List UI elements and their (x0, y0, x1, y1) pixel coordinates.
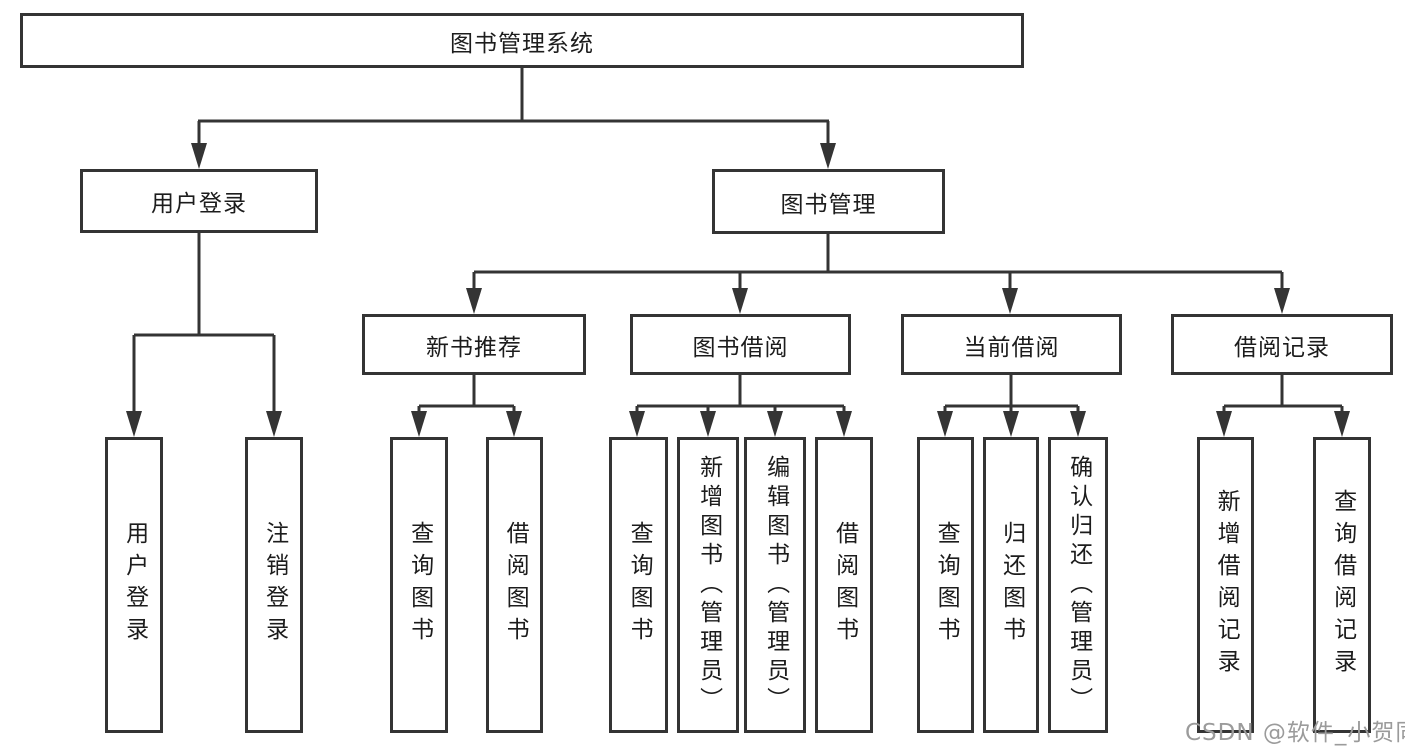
node-current-borrowing: 当前借阅 (901, 314, 1122, 375)
leaf-query-books-3-label: 查询图书 (933, 521, 960, 649)
node-new-book-recommend-label: 新书推荐 (426, 334, 522, 361)
node-book-management: 图书管理 (712, 169, 945, 234)
leaf-borrow-books-1-label: 借阅图书 (502, 521, 529, 649)
leaf-confirm-return-admin-label: 确认归还（管理员） (1065, 454, 1092, 716)
leaf-borrow-books-2-label: 借阅图书 (831, 521, 858, 649)
leaf-confirm-return-admin: 确认归还（管理员） (1048, 437, 1108, 733)
node-book-borrowing-label: 图书借阅 (692, 334, 789, 361)
leaf-add-books-admin-label: 新增图书（管理员） (695, 454, 722, 716)
leaf-query-books-2: 查询图书 (609, 437, 668, 733)
node-new-book-recommend: 新书推荐 (362, 314, 586, 375)
leaf-add-books-admin: 新增图书（管理员） (677, 437, 739, 733)
leaf-edit-books-admin: 编辑图书（管理员） (744, 437, 806, 733)
leaf-logout-login-label: 注销登录 (261, 521, 288, 649)
leaf-user-login-label: 用户登录 (121, 521, 148, 649)
leaf-edit-books-admin-label: 编辑图书（管理员） (762, 454, 789, 716)
leaf-logout-login: 注销登录 (245, 437, 303, 733)
watermark: CSDN @软件_小贺同学 (1185, 720, 1405, 746)
leaf-add-borrow-record-label: 新增借阅记录 (1213, 489, 1240, 681)
node-current-borrowing-label: 当前借阅 (963, 334, 1060, 361)
leaf-query-books-3: 查询图书 (917, 437, 974, 733)
leaf-query-books-2-label: 查询图书 (626, 521, 653, 649)
leaf-return-books: 归还图书 (983, 437, 1039, 733)
node-borrowing-records-label: 借阅记录 (1234, 334, 1330, 361)
node-root: 图书管理系统 (20, 13, 1024, 68)
node-user-login: 用户登录 (80, 169, 318, 233)
leaf-query-borrow-record-label: 查询借阅记录 (1329, 489, 1356, 681)
node-book-borrowing: 图书借阅 (630, 314, 851, 375)
leaf-add-borrow-record: 新增借阅记录 (1197, 437, 1254, 733)
node-book-management-label: 图书管理 (780, 191, 877, 218)
leaf-user-login: 用户登录 (105, 437, 163, 733)
leaf-borrow-books-1: 借阅图书 (486, 437, 543, 733)
node-user-login-label: 用户登录 (151, 191, 247, 217)
leaf-query-books-1-label: 查询图书 (406, 521, 433, 649)
leaf-query-borrow-record: 查询借阅记录 (1313, 437, 1371, 733)
node-root-label: 图书管理系统 (450, 30, 594, 57)
arrowheads (126, 143, 1350, 437)
node-borrowing-records: 借阅记录 (1171, 314, 1393, 375)
leaf-return-books-label: 归还图书 (998, 521, 1025, 649)
leaf-query-books-1: 查询图书 (390, 437, 448, 733)
leaf-borrow-books-2: 借阅图书 (815, 437, 873, 733)
